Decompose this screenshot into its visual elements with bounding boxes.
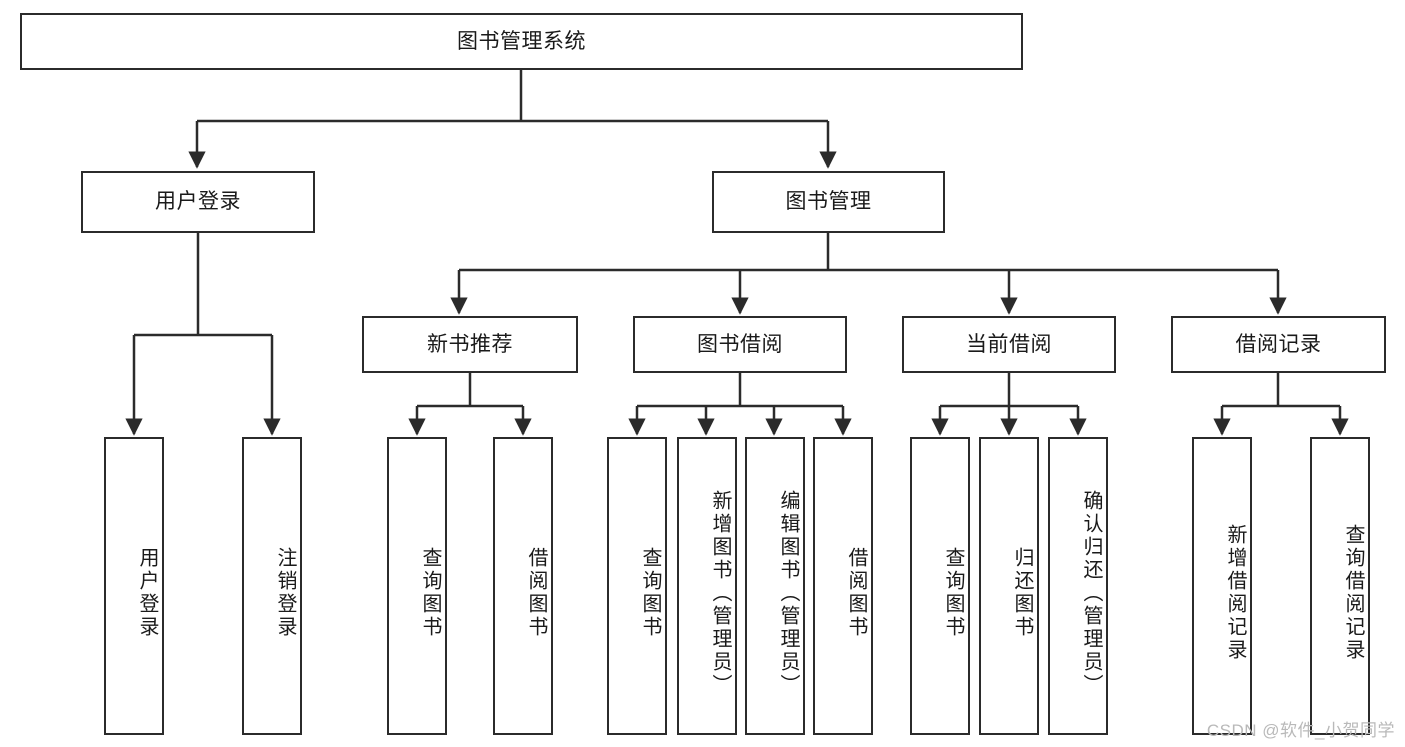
leaf-new-book-borrow[interactable]: 借阅图书	[493, 437, 553, 735]
node-label: 图书管理	[785, 190, 872, 214]
leaf-current-borrow-return[interactable]: 归还图书	[979, 437, 1039, 735]
node-label: 归还图书	[1011, 547, 1033, 639]
node-user-login[interactable]: 用户登录	[81, 171, 315, 233]
leaf-current-borrow-query[interactable]: 查询图书	[910, 437, 970, 735]
node-label: 图书借阅	[697, 332, 783, 356]
node-label: 新书推荐	[427, 332, 513, 356]
node-book-borrow[interactable]: 图书借阅	[633, 316, 847, 373]
node-label: 用户登录	[136, 547, 158, 639]
leaf-new-book-query[interactable]: 查询图书	[387, 437, 447, 735]
leaf-borrow-record-add[interactable]: 新增借阅记录	[1192, 437, 1252, 735]
leaf-book-borrow-add[interactable]: 新增图书（管理员）	[677, 437, 737, 735]
node-label: 注销登录	[274, 547, 296, 639]
node-label: 查询图书	[419, 547, 441, 639]
node-label: 图书管理系统	[457, 29, 586, 53]
leaf-user-login-logout[interactable]: 注销登录	[242, 437, 302, 735]
node-new-book-recommend[interactable]: 新书推荐	[362, 316, 578, 373]
node-label: 查询借阅记录	[1342, 524, 1364, 662]
node-label: 新增借阅记录	[1224, 524, 1246, 662]
leaf-book-borrow-edit[interactable]: 编辑图书（管理员）	[745, 437, 805, 735]
node-borrow-record[interactable]: 借阅记录	[1171, 316, 1386, 373]
node-label: 新增图书（管理员）	[709, 489, 731, 697]
node-label: 确认归还（管理员）	[1080, 489, 1102, 697]
leaf-current-borrow-confirm-return[interactable]: 确认归还（管理员）	[1048, 437, 1108, 735]
node-label: 查询图书	[639, 547, 661, 639]
node-book-management[interactable]: 图书管理	[712, 171, 945, 233]
watermark-text: CSDN @软件_小贺同学	[1206, 721, 1395, 740]
node-label: 当前借阅	[966, 332, 1052, 356]
node-current-borrow[interactable]: 当前借阅	[902, 316, 1116, 373]
node-label: 查询图书	[942, 547, 964, 639]
node-label: 借阅记录	[1235, 332, 1322, 356]
leaf-borrow-record-query[interactable]: 查询借阅记录	[1310, 437, 1370, 735]
node-label: 借阅图书	[845, 547, 867, 639]
node-label: 编辑图书（管理员）	[777, 489, 799, 697]
leaf-user-login-login[interactable]: 用户登录	[104, 437, 164, 735]
leaf-book-borrow-borrow[interactable]: 借阅图书	[813, 437, 873, 735]
node-root-book-management-system[interactable]: 图书管理系统	[20, 13, 1023, 70]
node-label: 借阅图书	[525, 547, 547, 639]
node-label: 用户登录	[155, 190, 241, 214]
leaf-book-borrow-query[interactable]: 查询图书	[607, 437, 667, 735]
